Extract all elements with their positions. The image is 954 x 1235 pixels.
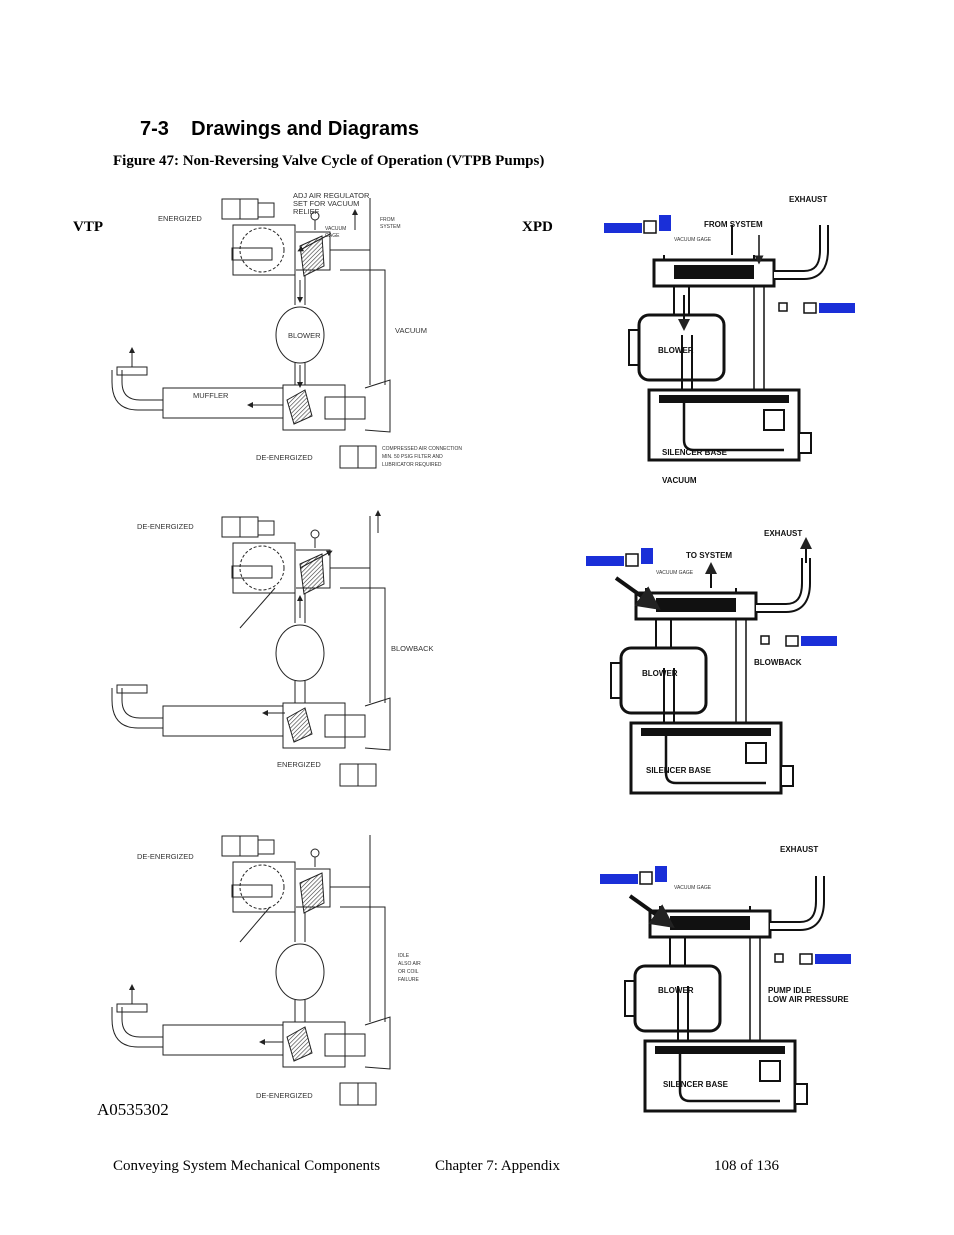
label-blowback: BLOWBACK <box>391 644 434 653</box>
label-regulator-2: SET FOR VACUUM <box>293 199 359 208</box>
column-label-vtp: VTP <box>73 219 103 235</box>
vtp-diagram-idle: DE-ENERGIZED IDLE ALSO AIR OR COIL FAILU… <box>111 834 421 1106</box>
label-silencer-base: SILENCER BASE <box>662 448 728 457</box>
label-air-note-2: MIN. 50 PSIG FILTER AND <box>382 454 443 460</box>
label-vacuum-gage: VACUUM GAGE <box>656 570 694 576</box>
label-silencer-base: SILENCER BASE <box>646 766 712 775</box>
label-energized: ENERGIZED <box>277 760 321 769</box>
label-from-system-1: FROM <box>380 217 395 223</box>
label-idle-4: FAILURE <box>398 977 420 983</box>
label-from-system: FROM SYSTEM <box>704 220 763 229</box>
label-de-energized-top: DE-ENERGIZED <box>137 852 194 861</box>
footer-page-number: 108 of 136 <box>714 1158 779 1174</box>
label-de-energized: DE-ENERGIZED <box>137 522 194 531</box>
label-air-note-3: LUBRICATOR REQUIRED <box>382 462 442 468</box>
label-exhaust: EXHAUST <box>764 529 802 538</box>
label-idle-2: ALSO AIR <box>398 961 421 967</box>
footer-chapter: Chapter 7: Appendix <box>435 1158 560 1174</box>
label-vacuum-gage-2: GAGE <box>325 233 340 239</box>
xpd-diagram-idle: EXHAUST VACUUM GAGE BLOWER PUMP IDLE LOW… <box>600 845 851 1111</box>
label-de-energized: DE-ENERGIZED <box>256 453 313 462</box>
label-regulator-3: RELIEF <box>293 207 320 216</box>
label-mode: BLOWBACK <box>754 658 802 667</box>
label-blower: BLOWER <box>658 346 694 355</box>
label-vacuum: VACUUM <box>395 326 427 335</box>
label-muffler: MUFFLER <box>193 391 229 400</box>
label-blower: BLOWER <box>642 669 678 678</box>
label-exhaust: EXHAUST <box>780 845 818 854</box>
label-to-system: TO SYSTEM <box>686 551 732 560</box>
label-idle-1: IDLE <box>398 953 410 959</box>
vtp-diagram-blowback: DE-ENERGIZED BLOWBACK ENERGIZED <box>111 510 434 787</box>
label-blower: BLOWER <box>288 331 321 340</box>
label-from-system-2: SYSTEM <box>380 224 401 230</box>
label-mode: VACUUM <box>662 476 697 485</box>
xpd-diagram-blowback: EXHAUST TO SYSTEM VACUUM GAGE BLOWER BLO… <box>586 529 837 793</box>
drawing-id: A0535302 <box>97 1100 169 1119</box>
label-vacuum-gage: VACUUM GAGE <box>674 885 712 891</box>
label-de-energized-bottom: DE-ENERGIZED <box>256 1091 313 1100</box>
label-vacuum-gage-1: VACUUM <box>325 226 346 232</box>
label-mode-2: LOW AIR PRESSURE <box>768 995 849 1004</box>
label-regulator-1: ADJ AIR REGULATOR <box>293 191 370 200</box>
label-blower: BLOWER <box>658 986 694 995</box>
label-air-note-1: COMPRESSED AIR CONNECTION <box>382 446 462 452</box>
column-label-xpd: XPD <box>522 219 553 235</box>
label-idle-3: OR COIL <box>398 969 419 975</box>
label-silencer-base: SILENCER BASE <box>663 1080 729 1089</box>
figure-caption: Figure 47: Non-Reversing Valve Cycle of … <box>113 153 545 169</box>
vtp-diagram-vacuum: ENERGIZED ADJ AIR REGULATOR SET FOR VACU… <box>111 191 462 469</box>
footer-title: Conveying System Mechanical Components <box>113 1158 381 1174</box>
section-heading: 7-3 Drawings and Diagrams <box>140 118 419 140</box>
xpd-diagram-vacuum: EXHAUST FROM SYSTEM VACUUM GAGE BLOWER S… <box>604 195 855 485</box>
label-exhaust: EXHAUST <box>789 195 827 204</box>
label-mode-1: PUMP IDLE <box>768 986 812 995</box>
label-vacuum-gage: VACUUM GAGE <box>674 237 712 243</box>
label-energized: ENERGIZED <box>158 214 202 223</box>
